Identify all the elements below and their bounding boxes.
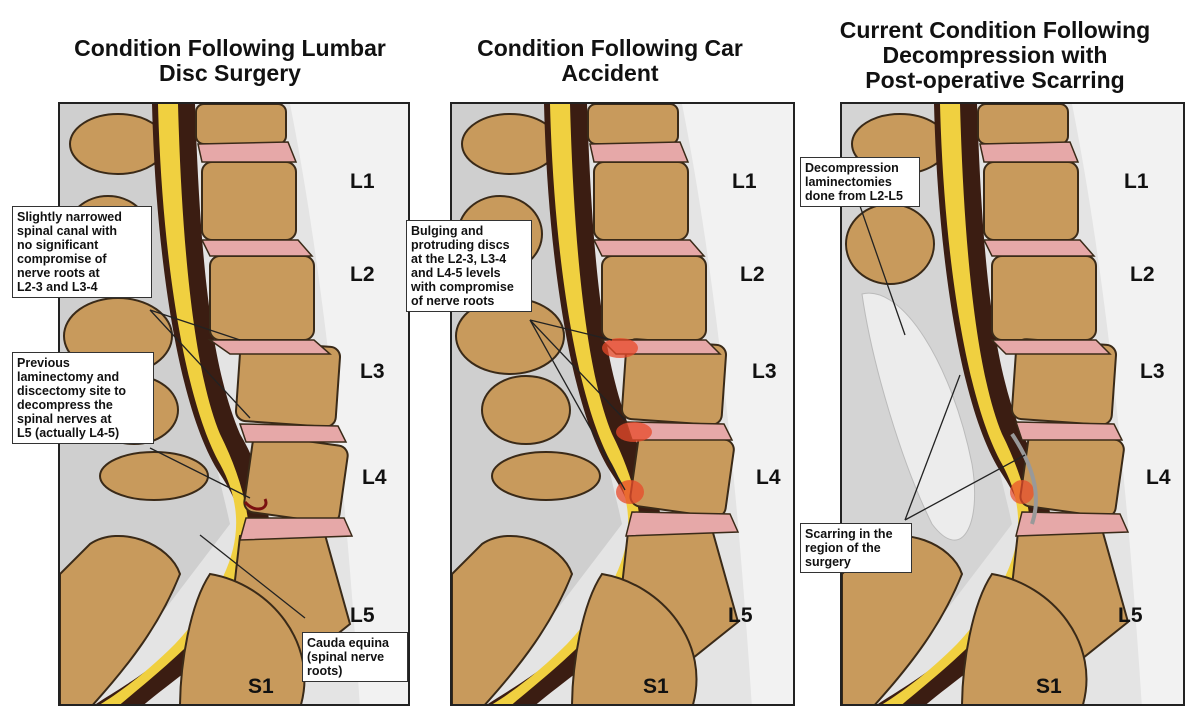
- panel-3-label-l5: L5: [1118, 604, 1143, 627]
- panel-1-label-l2: L2: [350, 263, 375, 286]
- panel-2-label-l3: L3: [752, 360, 777, 383]
- panel-1-label-s1: S1: [248, 675, 274, 698]
- panel-3-title: Current Condition Following Decompressio…: [839, 17, 1151, 93]
- panel-1-title: Condition Following Lumbar Disc Surgery: [74, 35, 386, 86]
- callout-scarring: Scarring in the region of the surgery: [800, 523, 912, 573]
- panel-1-label-l3: L3: [360, 360, 385, 383]
- panel-3-label-l1: L1: [1124, 170, 1149, 193]
- panel-2-title: Condition Following Car Accident: [477, 35, 743, 86]
- panel-2-label-l4: L4: [756, 466, 781, 489]
- callout-previous-laminectomy: Previous laminectomy and discectomy site…: [12, 352, 154, 444]
- panel-3-label-s1: S1: [1036, 675, 1062, 698]
- panel-3-label-l2: L2: [1130, 263, 1155, 286]
- callout-decompression-laminectomies: Decompression laminectomies done from L2…: [800, 157, 920, 207]
- panel-2-label-l2: L2: [740, 263, 765, 286]
- panel-1-label-l5: L5: [350, 604, 375, 627]
- panel-2-label-s1: S1: [643, 675, 669, 698]
- panel-1-label-l1: L1: [350, 170, 375, 193]
- panel-3-label-l4: L4: [1146, 466, 1171, 489]
- callout-cauda-equina: Cauda equina (spinal nerve roots): [302, 632, 408, 682]
- callout-narrowed-canal: Slightly narrowed spinal canal with no s…: [12, 206, 152, 298]
- callout-bulging-discs: Bulging and protruding discs at the L2-3…: [406, 220, 532, 312]
- panel-2-label-l5: L5: [728, 604, 753, 627]
- panel-3-label-l3: L3: [1140, 360, 1165, 383]
- panel-1-label-l4: L4: [362, 466, 387, 489]
- panel-2-label-l1: L1: [732, 170, 757, 193]
